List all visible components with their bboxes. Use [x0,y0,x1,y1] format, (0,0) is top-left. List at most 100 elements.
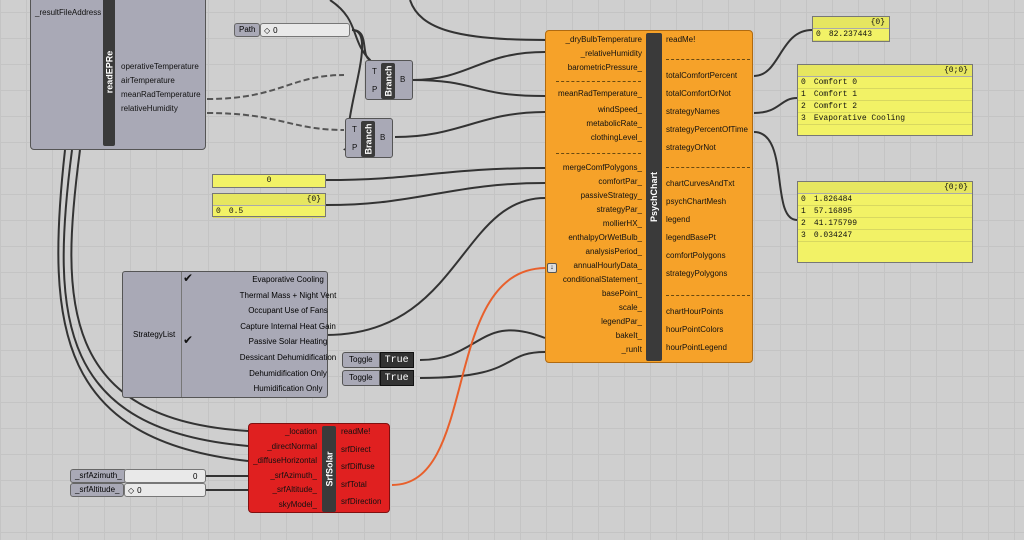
srf-output[interactable]: readMe! [341,427,371,436]
output-mean-rad-temperature[interactable]: meanRadTemperature [121,90,201,99]
srf-output[interactable]: srfDiffuse [341,462,375,471]
branch-component-2[interactable]: T P Branch B [345,118,393,158]
wire-ep-srf-1 [70,149,249,432]
psych-output[interactable]: totalComfortPercent [666,71,738,80]
psych-input[interactable]: conditionalStatement_ [562,275,642,284]
strategy-item[interactable]: Humidification Only [253,384,323,394]
psych-output[interactable]: totalComfortOrNot [666,89,731,98]
strategy-item[interactable]: Dessicant Dehumidification [239,353,337,362]
panel-row: 1 Comfort 1 [798,89,972,101]
read-ep-title-bar: readEPRe [103,0,115,146]
output-operative-temperature[interactable]: operativeTemperature [121,62,199,71]
output-relative-humidity[interactable]: relativeHumidity [121,104,178,113]
srf-output[interactable]: srfDirect [341,444,371,454]
srf-output[interactable]: srfDirection [341,497,382,506]
psych-output[interactable]: readMe! [666,35,696,44]
output-air-temperature[interactable]: airTemperature [121,76,175,85]
psych-input[interactable]: mergeComfPolygons_ [562,163,642,172]
panel-total-comfort[interactable]: {0} 0 82.237443 [812,16,890,42]
path-slider[interactable]: ◇ 0 [260,23,350,37]
psych-output[interactable]: strategyOrNot [666,143,716,152]
psych-input[interactable]: comfortPar_ [598,177,642,186]
srf-input[interactable]: _srfAzimuth_ [270,470,317,480]
panel-row: 3 0.034247 [798,230,972,242]
psych-input[interactable]: metabolicRate_ [586,119,642,128]
panel-row: 2 Comfort 2 [798,101,972,113]
srf-input[interactable]: skyModel_ [278,499,317,509]
diamond-icon: ◇ [264,25,271,35]
psych-output[interactable]: comfortPolygons [666,251,726,260]
strategy-item[interactable]: Passive Solar Heating [248,337,328,347]
panel-zero[interactable]: 0 [212,174,326,188]
panel-half[interactable]: {0} 0 0.5 [212,193,326,218]
toggle-label: Toggle [342,370,380,386]
psych-input[interactable]: clothingLevel_ [590,133,642,142]
psych-input[interactable]: _dryBulbTemperature [565,35,642,44]
psych-input[interactable]: bakeIt_ [615,331,642,340]
srf-output[interactable]: srfTotal [341,479,367,489]
strategy-item[interactable]: Dehumidification Only [249,368,327,378]
psych-input[interactable]: legendPar_ [601,317,642,326]
psych-output[interactable]: hourPointLegend [666,343,727,352]
psych-output[interactable]: chartCurvesAndTxt [666,179,735,188]
branch-in-t[interactable]: T [352,125,357,134]
psych-output[interactable]: hourPointColors [666,325,724,334]
psych-input[interactable]: annualHourlyData_ [573,261,643,270]
branch-out-b[interactable]: B [380,133,386,142]
psych-output[interactable]: legend [666,215,691,224]
input-result-file-address[interactable]: _resultFileAddress [35,8,102,17]
srf-input[interactable]: _location [284,427,317,436]
read-ep-component[interactable]: _resultFileAddress readEPRe operativeTem… [30,0,206,150]
wire-top-1 [329,0,371,61]
strategy-list[interactable]: StrategyList Evaporative Cooling✔Thermal… [122,271,336,398]
psych-input[interactable]: analysisPeriod_ [585,247,642,256]
branch-in-p[interactable]: P [352,143,358,152]
srf-solar-component[interactable]: SrfSolar _location_directNormal_diffuseH… [248,423,390,513]
toggle-2[interactable]: Toggle True [342,370,414,386]
strategy-item[interactable]: Capture Internal Heat Gain [240,321,336,331]
input-separator [556,81,641,82]
wire-branch1-out [411,51,546,81]
psych-input[interactable]: scale_ [618,303,642,312]
branch-in-p[interactable]: P [372,85,378,94]
psych-input[interactable]: meanRadTemperature_ [557,89,642,98]
toggle-value[interactable]: True [379,352,414,368]
psych-input[interactable]: _relativeHumidity [580,49,642,58]
psych-output[interactable]: strategyNames [666,107,720,116]
psych-input[interactable]: enthalpyOrWetBulb_ [568,233,642,242]
wire-branch3 [411,79,546,97]
psych-input[interactable]: basePoint_ [601,289,642,298]
psych-input[interactable]: _runIt [621,345,642,354]
psych-chart-component[interactable]: PsychChart _dryBulbTemperature_relativeH… [545,30,753,363]
psych-input[interactable]: strategyPar_ [596,205,642,214]
strategy-item[interactable]: Thermal Mass + Night Vent [239,290,337,300]
psych-input[interactable]: passiveStrategy_ [580,191,642,200]
wire-ep-srf-2 [62,149,249,447]
strategy-item[interactable]: Evaporative Cooling [252,275,324,284]
wire-out-names [753,97,798,114]
srf-azimuth-slider[interactable]: 0 [124,469,206,483]
srf-input[interactable]: _srfAltitude_ [272,485,317,494]
psych-output[interactable]: strategyPercentOfTime [666,125,748,134]
srf-input[interactable]: _diffuseHorizontal [253,456,317,465]
psych-output[interactable]: psychChartMesh [666,197,727,206]
srf-input[interactable]: _directNormal [267,441,317,451]
toggle-1[interactable]: Toggle True [342,352,414,368]
strategy-item[interactable]: Occupant Use of Fans [248,306,328,316]
psych-input[interactable]: barometricPressure_ [567,63,642,72]
panel-strategy-percent[interactable]: {0;0} 0 1.826484 1 57.16895 2 41.175799 … [797,181,973,263]
branch-in-t[interactable]: T [372,67,377,76]
psych-input[interactable]: mollierHX_ [602,219,642,228]
flatten-arrow-icon[interactable]: ↓ [547,263,557,273]
output-separator [666,59,750,60]
panel-strategy-names[interactable]: {0;0} 0 Comfort 0 1 Comfort 1 2 Comfort … [797,64,973,136]
psych-input[interactable]: windSpeed_ [597,105,642,114]
branch-component-1[interactable]: T P Branch B [365,60,413,100]
psych-output[interactable]: chartHourPoints [666,307,724,316]
panel-header: {0;0} [798,65,972,77]
srf-altitude-slider[interactable]: ◇ 0 [124,483,206,497]
psych-output[interactable]: strategyPolygons [666,269,728,278]
branch-out-b[interactable]: B [400,75,406,84]
toggle-value[interactable]: True [379,370,414,386]
psych-output[interactable]: legendBasePt [666,233,716,242]
